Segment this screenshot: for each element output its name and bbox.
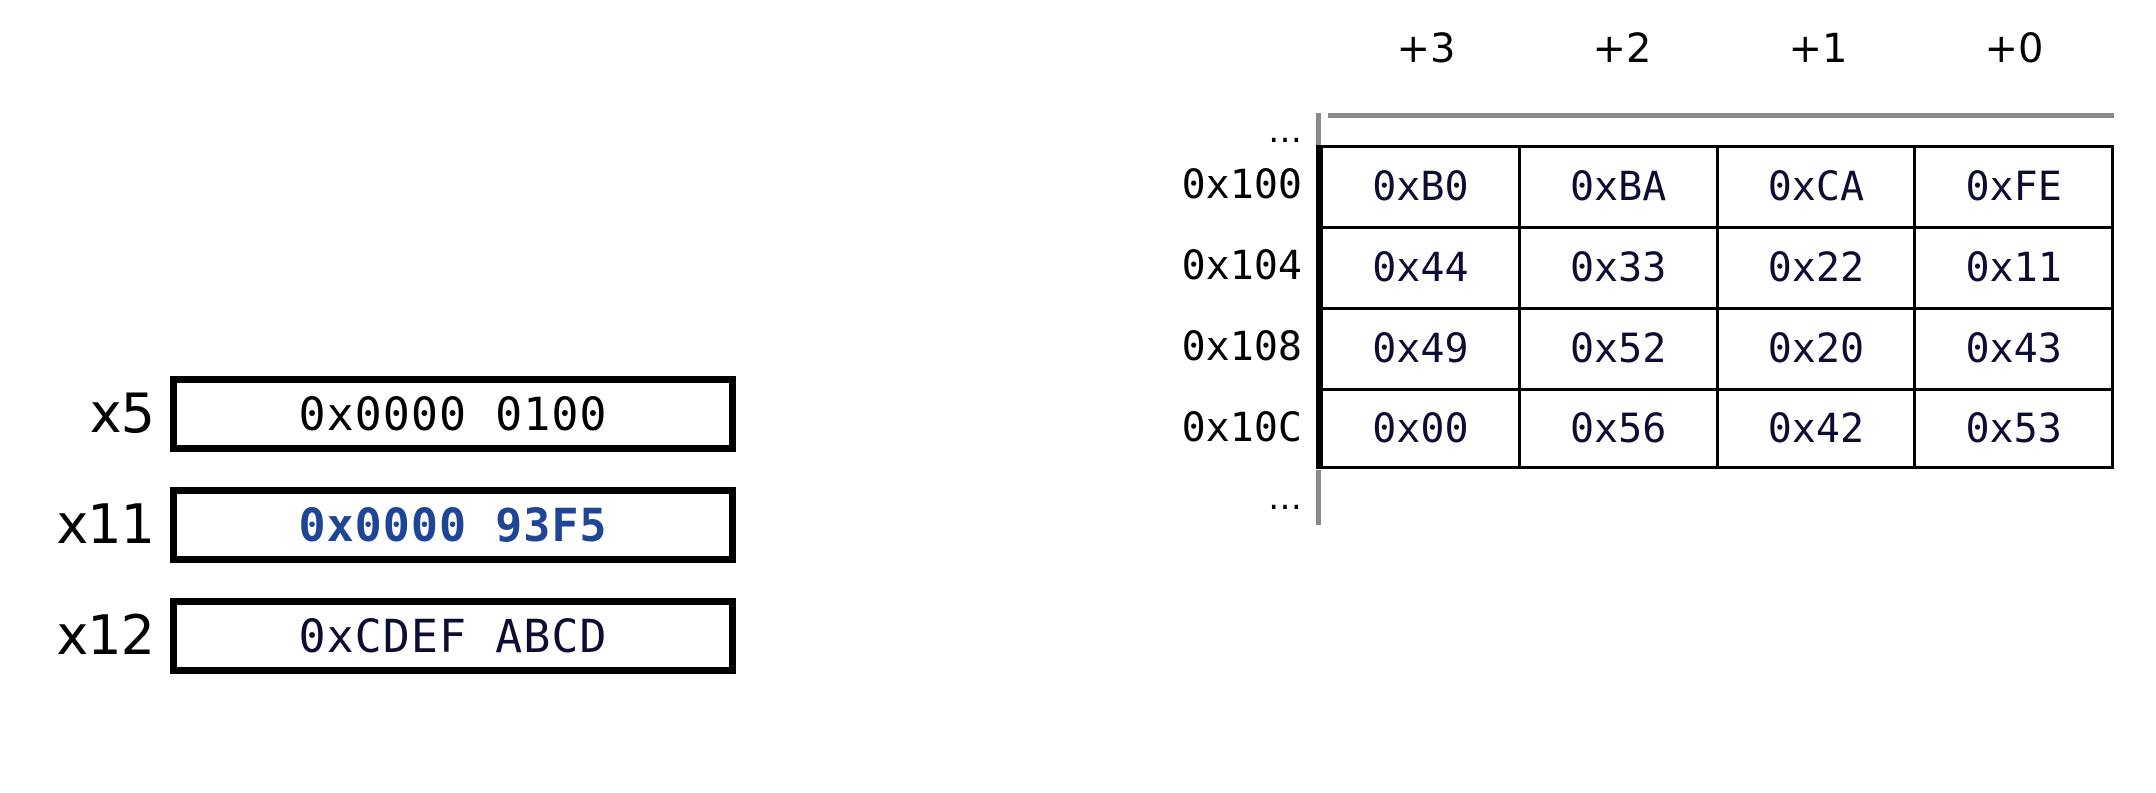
- memory-row-0x10C: 0x10C 0x00 0x56 0x42 0x53: [1140, 388, 2114, 469]
- memory-address-0x108: 0x108: [1181, 324, 1302, 370]
- register-row-x5: x5 0x0000 0100: [0, 372, 780, 456]
- memory-cell: 0x22: [1718, 229, 1917, 307]
- register-box-x11: 0x0000 93F5: [170, 487, 736, 563]
- memory-column-header-plus1: +1: [1788, 26, 1848, 72]
- memory-cells-0x108: 0x49 0x52 0x20 0x43: [1316, 307, 2114, 388]
- memory-ellipsis-row-bottom: …: [1140, 470, 2114, 525]
- memory-ellipsis-label-top: …: [1268, 110, 1302, 151]
- register-label-x5: x5: [89, 382, 155, 445]
- memory-cell: 0xBA: [1520, 148, 1719, 226]
- memory-cell: 0x33: [1520, 229, 1719, 307]
- memory-row-0x104: 0x104 0x44 0x33 0x22 0x11: [1140, 226, 2114, 307]
- memory-cell: 0xB0: [1323, 148, 1521, 226]
- memory-cell: 0xFE: [1916, 148, 2114, 226]
- register-row-x12: x12 0xCDEF ABCD: [0, 594, 780, 678]
- memory-cell: 0x49: [1323, 310, 1521, 388]
- memory-cell: 0x44: [1323, 229, 1521, 307]
- register-value-x5: 0x0000 0100: [298, 387, 608, 441]
- memory-cell: 0x53: [1916, 391, 2114, 466]
- memory-address-0x100: 0x100: [1181, 162, 1302, 208]
- memory-column-header-plus2: +2: [1592, 26, 1652, 72]
- memory-ellipsis-rail-bottom: [1316, 470, 1321, 525]
- register-file-panel: x5 0x0000 0100 x11 0x0000 93F5 x12 0xCDE…: [0, 360, 780, 690]
- register-label-x12: x12: [56, 604, 155, 667]
- memory-cell: 0xCA: [1718, 148, 1917, 226]
- memory-ellipsis-rail-top: [1316, 113, 1321, 148]
- memory-cell: 0x43: [1916, 310, 2114, 388]
- memory-cell: 0x52: [1520, 310, 1719, 388]
- memory-row-0x108: 0x108 0x49 0x52 0x20 0x43: [1140, 307, 2114, 388]
- memory-cells-0x100: 0xB0 0xBA 0xCA 0xFE: [1316, 145, 2114, 226]
- register-value-x12: 0xCDEF ABCD: [298, 609, 608, 663]
- memory-table-top-rule: [1328, 113, 2114, 118]
- register-value-x11: 0x0000 93F5: [298, 498, 608, 552]
- memory-cell: 0x20: [1718, 310, 1917, 388]
- memory-ellipsis-label-bottom: …: [1268, 477, 1302, 518]
- memory-table-panel: +3 +2 +1 +0 … 0x100 0xB0 0xBA 0xCA 0xFE: [1140, 0, 2140, 793]
- register-row-x11: x11 0x0000 93F5: [0, 483, 780, 567]
- memory-address-0x104: 0x104: [1181, 243, 1302, 289]
- register-box-x12: 0xCDEF ABCD: [170, 598, 736, 674]
- memory-cell: 0x56: [1520, 391, 1719, 466]
- register-box-x5: 0x0000 0100: [170, 376, 736, 452]
- memory-cell: 0x42: [1718, 391, 1917, 466]
- memory-row-0x100: 0x100 0xB0 0xBA 0xCA 0xFE: [1140, 145, 2114, 226]
- memory-column-header-plus0: +0: [1984, 26, 2044, 72]
- memory-cells-0x104: 0x44 0x33 0x22 0x11: [1316, 226, 2114, 307]
- memory-ellipsis-row-top: …: [1140, 113, 2114, 148]
- memory-column-header-plus3: +3: [1396, 26, 1456, 72]
- memory-column-header-row: +3 +2 +1 +0: [1328, 20, 2112, 78]
- memory-cells-0x10C: 0x00 0x56 0x42 0x53: [1316, 388, 2114, 469]
- memory-cell: 0x00: [1323, 391, 1521, 466]
- memory-table: 0x100 0xB0 0xBA 0xCA 0xFE 0x104 0x44 0x3…: [1140, 145, 2114, 469]
- memory-cell: 0x11: [1916, 229, 2114, 307]
- memory-address-0x10C: 0x10C: [1181, 405, 1302, 451]
- register-label-x11: x11: [56, 493, 155, 556]
